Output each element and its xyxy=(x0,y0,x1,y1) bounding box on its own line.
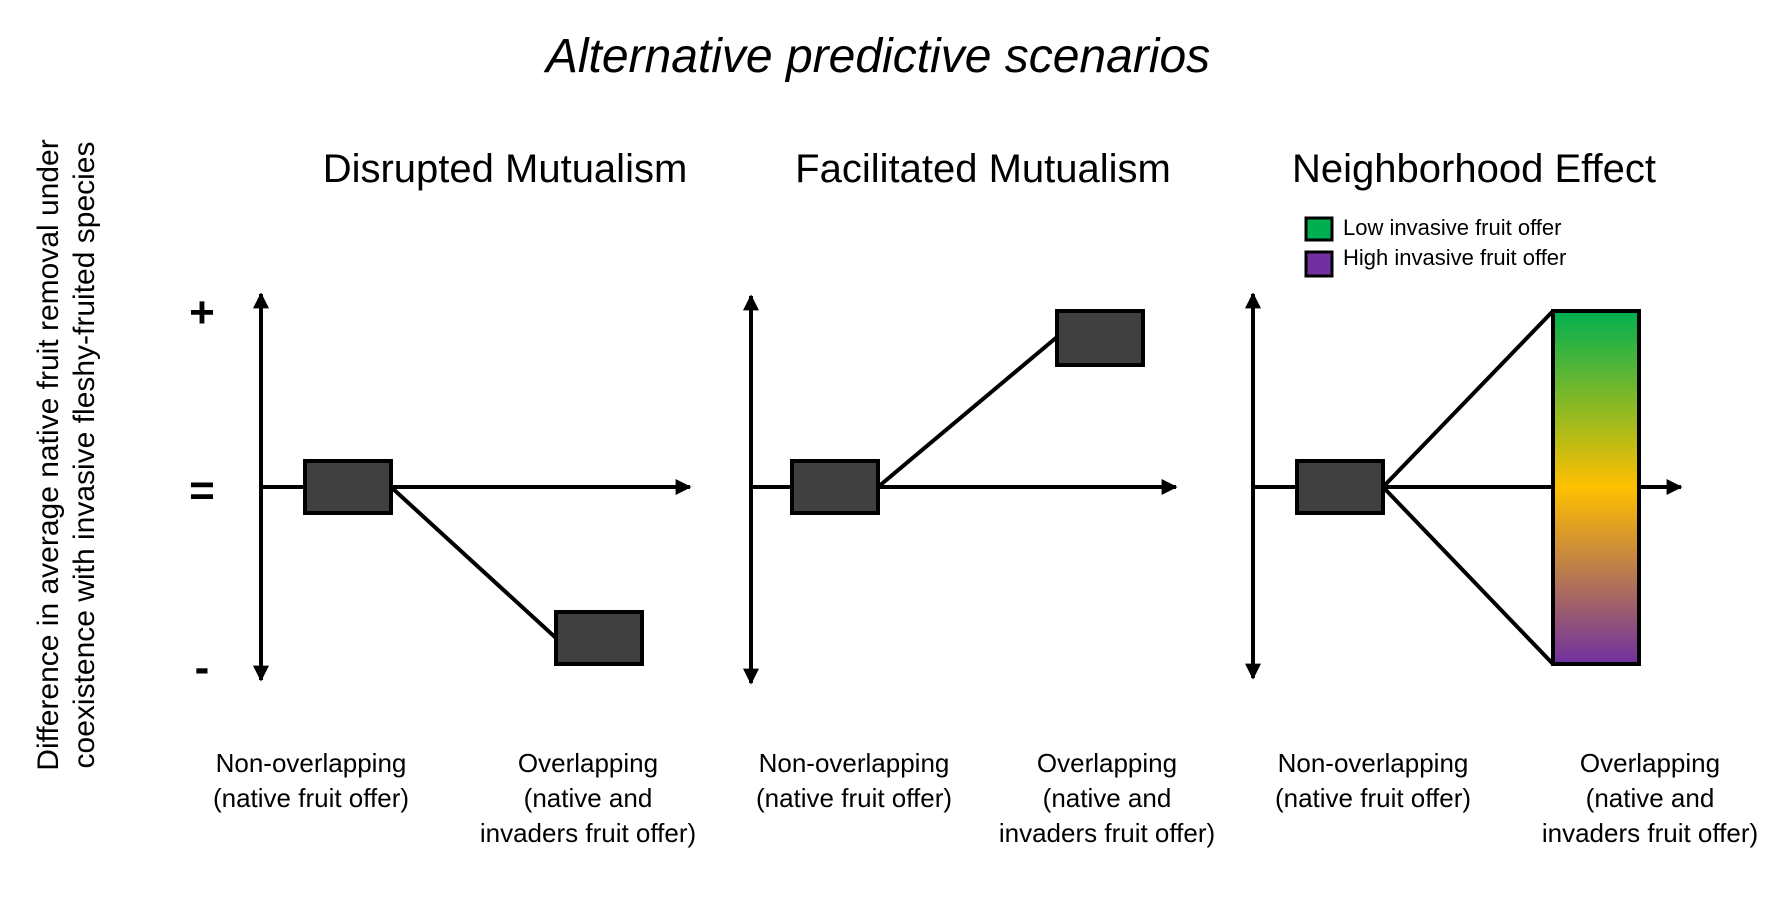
svg-text:Non-overlapping: Non-overlapping xyxy=(216,748,407,778)
category-label-overlapping: Overlapping (native and invaders fruit o… xyxy=(999,748,1215,848)
panel-title: Disrupted Mutualism xyxy=(323,147,688,191)
panel-title: Neighborhood Effect xyxy=(1292,147,1656,191)
panel-neighborhood-effect: Neighborhood Effect Low invasive fruit o… xyxy=(1245,147,1758,848)
svg-text:(native fruit offer): (native fruit offer) xyxy=(213,783,409,813)
svg-text:(native and: (native and xyxy=(524,783,653,813)
svg-text:invaders fruit offer): invaders fruit offer) xyxy=(1542,818,1758,848)
non-overlapping-box xyxy=(1295,459,1385,515)
connector-line xyxy=(389,485,558,640)
panel-title: Facilitated Mutualism xyxy=(795,147,1171,191)
category-label-non-overlapping: Non-overlapping (native fruit offer) xyxy=(1275,748,1471,813)
svg-text:Non-overlapping: Non-overlapping xyxy=(1278,748,1469,778)
main-title: Alternative predictive scenarios xyxy=(543,30,1210,83)
legend-swatch-low xyxy=(1304,216,1334,242)
svg-text:Non-overlapping: Non-overlapping xyxy=(759,748,950,778)
svg-text:(native and: (native and xyxy=(1586,783,1715,813)
equal-symbol: = xyxy=(189,466,215,515)
non-overlapping-box xyxy=(303,459,393,515)
svg-text:invaders fruit offer): invaders fruit offer) xyxy=(480,818,696,848)
category-label-non-overlapping: Non-overlapping (native fruit offer) xyxy=(756,748,952,813)
category-label-overlapping: Overlapping (native and invaders fruit o… xyxy=(480,748,696,848)
legend-label-high: High invasive fruit offer xyxy=(1343,245,1566,270)
y-axis-label-line-1: Difference in average native fruit remov… xyxy=(32,139,65,770)
category-label-non-overlapping: Non-overlapping (native fruit offer) xyxy=(213,748,409,813)
svg-text:invaders fruit offer): invaders fruit offer) xyxy=(999,818,1215,848)
svg-text:(native and: (native and xyxy=(1043,783,1172,813)
overlapping-box xyxy=(554,610,644,666)
y-axis-label-line-2: coexistence with invasive fleshy-fruited… xyxy=(68,142,101,769)
svg-text:(native fruit offer): (native fruit offer) xyxy=(756,783,952,813)
overlapping-box xyxy=(1055,309,1145,367)
non-overlapping-box xyxy=(790,459,880,515)
connector-line-upper xyxy=(1381,309,1555,489)
legend-swatch-high xyxy=(1304,250,1334,278)
minus-symbol: - xyxy=(195,643,210,692)
category-label-overlapping: Overlapping (native and invaders fruit o… xyxy=(1542,748,1758,848)
y-axis-label: Difference in average native fruit remov… xyxy=(32,139,101,770)
connector-line-lower xyxy=(1381,485,1555,666)
panel-facilitated-mutualism: Facilitated Mutualism Non-overlapping (n… xyxy=(743,147,1215,848)
gradient-bar xyxy=(1551,309,1641,666)
panel-disrupted-mutualism: Disrupted Mutualism Non-overlapping (nat… xyxy=(213,147,696,848)
plus-symbol: + xyxy=(189,288,215,337)
connector-line xyxy=(876,335,1059,489)
svg-text:(native fruit offer): (native fruit offer) xyxy=(1275,783,1471,813)
svg-text:Overlapping: Overlapping xyxy=(1037,748,1177,778)
legend: Low invasive fruit offer High invasive f… xyxy=(1304,215,1566,278)
legend-label-low: Low invasive fruit offer xyxy=(1343,215,1561,240)
svg-text:Overlapping: Overlapping xyxy=(518,748,658,778)
svg-text:Overlapping: Overlapping xyxy=(1580,748,1720,778)
